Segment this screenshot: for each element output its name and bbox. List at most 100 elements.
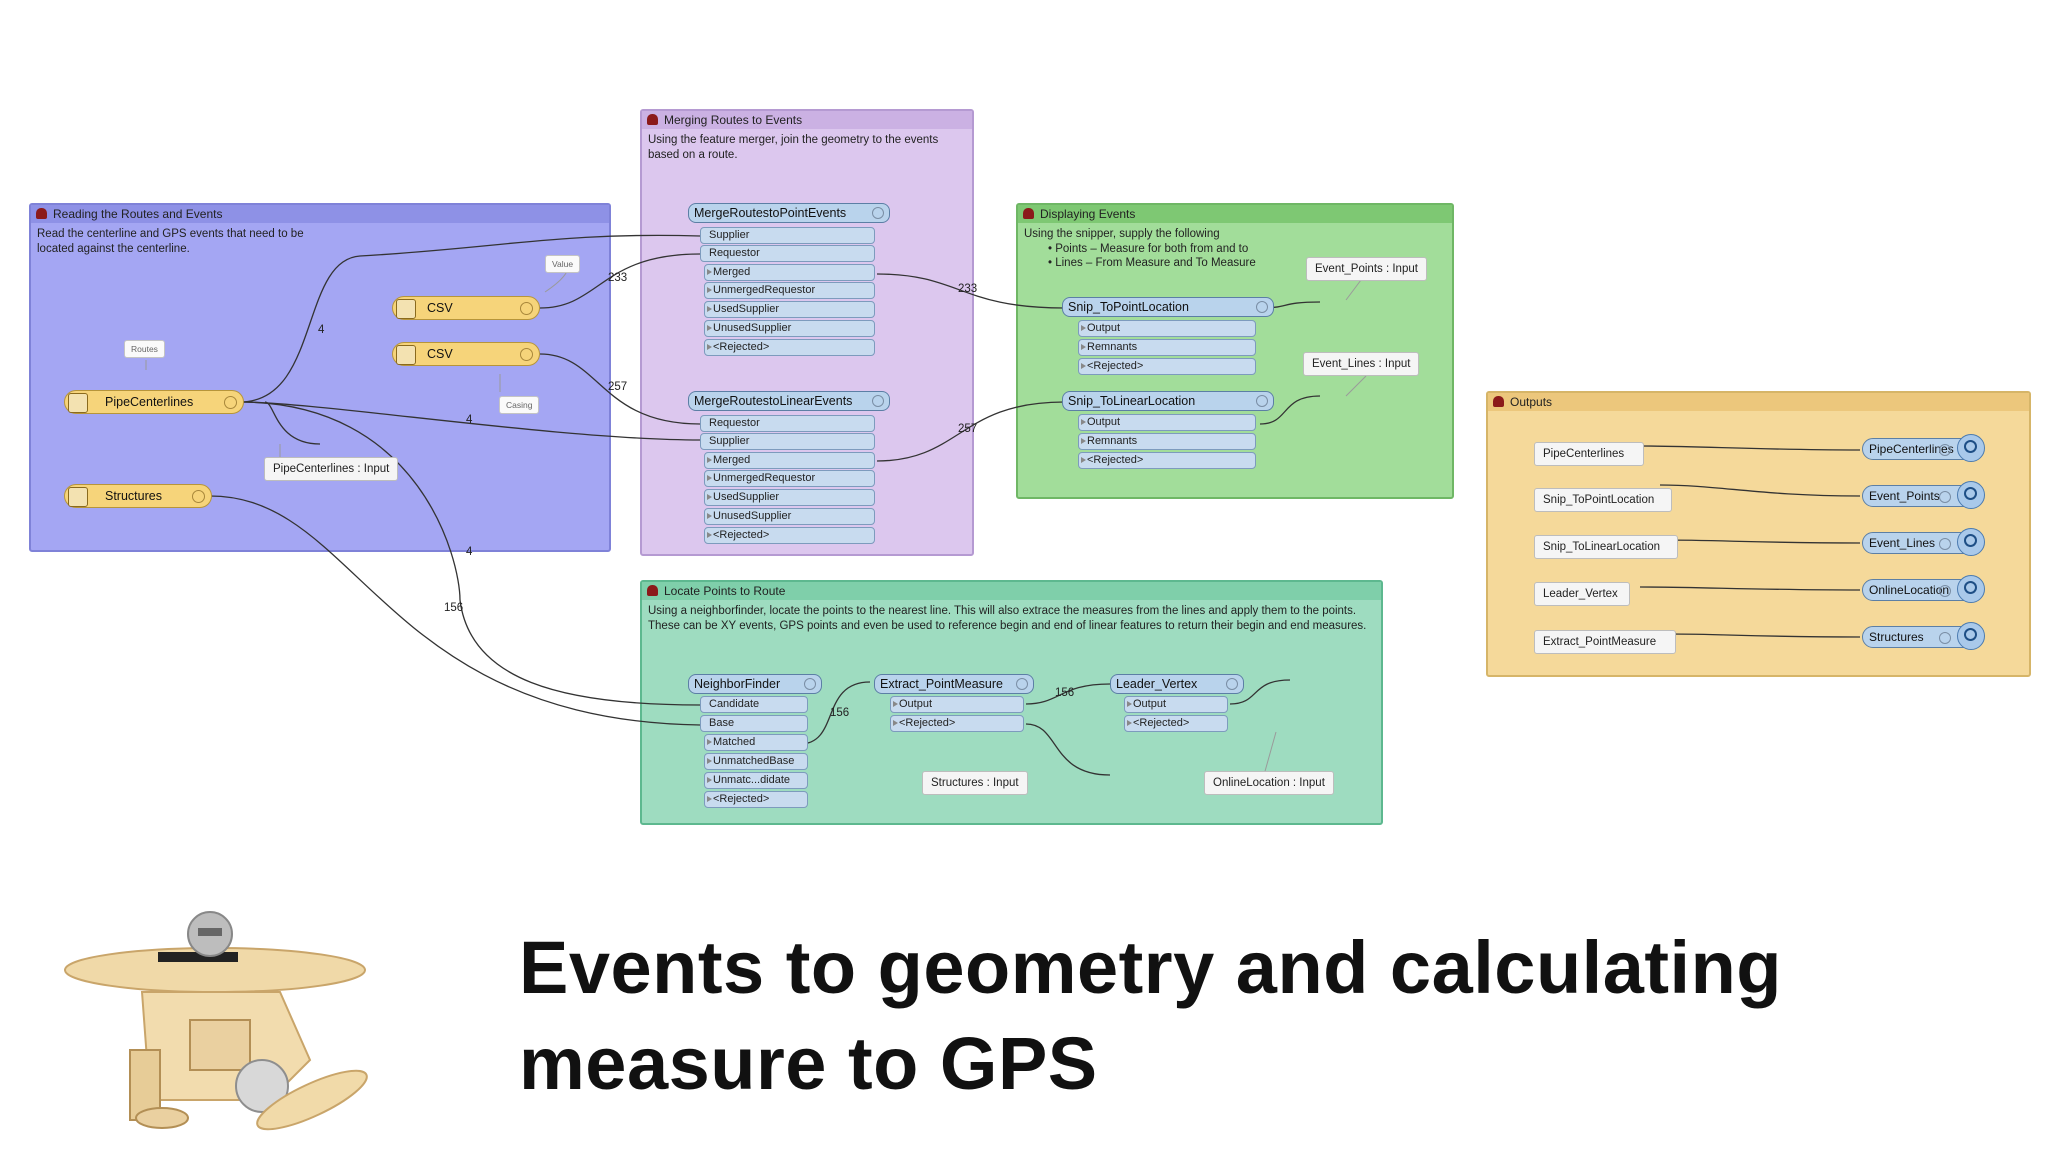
gear-icon[interactable] <box>520 302 533 315</box>
input-port[interactable]: Supplier <box>700 227 875 244</box>
output-port[interactable]: <Rejected> <box>704 339 875 356</box>
output-port[interactable]: <Rejected> <box>890 715 1024 732</box>
inspect-icon[interactable] <box>1957 528 1985 556</box>
output-port[interactable]: <Rejected> <box>704 527 875 544</box>
output-port[interactable]: UsedSupplier <box>704 489 875 506</box>
inspect-icon[interactable] <box>1957 434 1985 462</box>
output-port[interactable]: UsedSupplier <box>704 301 875 318</box>
transformer-neighborfinder[interactable]: NeighborFinder <box>688 674 822 694</box>
gear-icon[interactable] <box>224 396 237 409</box>
lock-icon <box>1493 396 1504 407</box>
output-port[interactable]: <Rejected> <box>704 791 808 808</box>
output-port[interactable]: <Rejected> <box>1078 452 1256 469</box>
gear-icon[interactable] <box>872 395 884 407</box>
output-port[interactable]: Output <box>1124 696 1228 713</box>
reader-csv-value[interactable]: CSV <box>392 296 540 320</box>
connector-source[interactable]: PipeCenterlines <box>1534 442 1644 466</box>
table-icon <box>396 299 416 319</box>
connection-line <box>209 495 701 726</box>
writer-event-lines[interactable]: Event_Lines <box>1862 528 1985 556</box>
connection-line <box>239 401 701 441</box>
input-port[interactable]: Requestor <box>700 415 875 432</box>
reader-label: PipeCenterlines <box>105 395 194 409</box>
writer-structures[interactable]: Structures <box>1862 622 1985 650</box>
input-port[interactable]: Candidate <box>700 696 808 713</box>
reader-structures[interactable]: Structures <box>64 484 212 508</box>
connector-note[interactable]: Structures : Input <box>922 771 1028 795</box>
reader-pipecenterlines[interactable]: PipeCenterlines <box>64 390 244 414</box>
writer-pipecenterlines[interactable]: PipeCenterlines <box>1862 434 1985 462</box>
writer-onlinelocation[interactable]: OnlineLocation <box>1862 575 1985 603</box>
lock-icon <box>1023 208 1034 219</box>
output-port[interactable]: Output <box>1078 320 1256 337</box>
transformer-merge-linear[interactable]: MergeRoutestoLinearEvents <box>688 391 890 411</box>
airplane-mascot-illustration <box>64 911 368 1131</box>
gear-icon[interactable] <box>804 678 816 690</box>
reader-csv-casing[interactable]: CSV <box>392 342 540 366</box>
connector-note[interactable]: Event_Points : Input <box>1306 257 1427 281</box>
inspect-icon[interactable] <box>1957 481 1985 509</box>
connection-line <box>1639 445 1861 451</box>
input-port[interactable]: Base <box>700 715 808 732</box>
bookmark-displaying-title: Displaying Events <box>1018 205 1452 223</box>
connector-source[interactable]: Extract_PointMeasure <box>1534 630 1676 654</box>
transformer-leader-vertex[interactable]: Leader_Vertex <box>1110 674 1244 694</box>
output-port[interactable]: UnusedSupplier <box>704 508 875 525</box>
connector-source[interactable]: Snip_ToPointLocation <box>1534 488 1672 512</box>
gear-icon[interactable] <box>1226 678 1238 690</box>
feature-count: 257 <box>608 381 628 393</box>
output-port[interactable]: Matched <box>704 734 808 751</box>
reader-label: CSV <box>427 347 453 361</box>
input-port[interactable]: Requestor <box>700 245 875 262</box>
gear-icon[interactable] <box>520 348 533 361</box>
connector-note[interactable]: Event_Lines : Input <box>1303 352 1420 376</box>
gear-icon[interactable] <box>1939 585 1951 597</box>
connector-source[interactable]: Leader_Vertex <box>1534 582 1630 606</box>
reader-label: CSV <box>427 301 453 315</box>
transformer-snip-linear[interactable]: Snip_ToLinearLocation <box>1062 391 1274 411</box>
feature-count: 233 <box>608 272 628 284</box>
transformer-merge-point[interactable]: MergeRoutestoPointEvents <box>688 203 890 223</box>
output-port[interactable]: Output <box>890 696 1024 713</box>
output-port[interactable]: Unmatc...didate <box>704 772 808 789</box>
feature-count: 4 <box>466 414 473 426</box>
transformer-snip-point[interactable]: Snip_ToPointLocation <box>1062 297 1274 317</box>
gear-icon[interactable] <box>1939 632 1951 644</box>
output-port[interactable]: Merged <box>704 452 875 469</box>
feature-count: 156 <box>1055 687 1075 699</box>
connector-source[interactable]: Snip_ToLinearLocation <box>1534 535 1678 559</box>
gear-icon[interactable] <box>872 207 884 219</box>
inspect-icon[interactable] <box>1957 622 1985 650</box>
connector-note[interactable]: PipeCenterlines : Input <box>264 457 399 481</box>
transformer-label: Extract_PointMeasure <box>880 677 1003 691</box>
gear-icon[interactable] <box>1016 678 1028 690</box>
feature-count: 4 <box>318 324 325 336</box>
gear-icon[interactable] <box>1256 301 1268 313</box>
output-port[interactable]: UnmatchedBase <box>704 753 808 770</box>
writer-label: Event_Points <box>1869 489 1940 503</box>
transformer-extract-pointmeasure[interactable]: Extract_PointMeasure <box>874 674 1034 694</box>
table-icon <box>396 345 416 365</box>
output-port[interactable]: UnmergedRequestor <box>704 282 875 299</box>
writer-event-points[interactable]: Event_Points <box>1862 481 1985 509</box>
connector-note[interactable]: OnlineLocation : Input <box>1204 771 1334 795</box>
output-port[interactable]: UnmergedRequestor <box>704 470 875 487</box>
gear-icon[interactable] <box>1939 444 1951 456</box>
output-port[interactable]: <Rejected> <box>1078 358 1256 375</box>
output-port[interactable]: Remnants <box>1078 339 1256 356</box>
gear-icon[interactable] <box>1939 538 1951 550</box>
output-port[interactable]: <Rejected> <box>1124 715 1228 732</box>
gear-icon[interactable] <box>1939 491 1951 503</box>
inspect-icon[interactable] <box>1957 575 1985 603</box>
feature-count: 257 <box>958 423 978 435</box>
gear-icon[interactable] <box>1256 395 1268 407</box>
output-port[interactable]: Merged <box>704 264 875 281</box>
output-port[interactable]: Output <box>1078 414 1256 431</box>
output-port[interactable]: Remnants <box>1078 433 1256 450</box>
input-port[interactable]: Supplier <box>700 433 875 450</box>
transformer-label: Snip_ToLinearLocation <box>1068 394 1196 408</box>
output-port[interactable]: UnusedSupplier <box>704 320 875 337</box>
gear-icon[interactable] <box>192 490 205 503</box>
